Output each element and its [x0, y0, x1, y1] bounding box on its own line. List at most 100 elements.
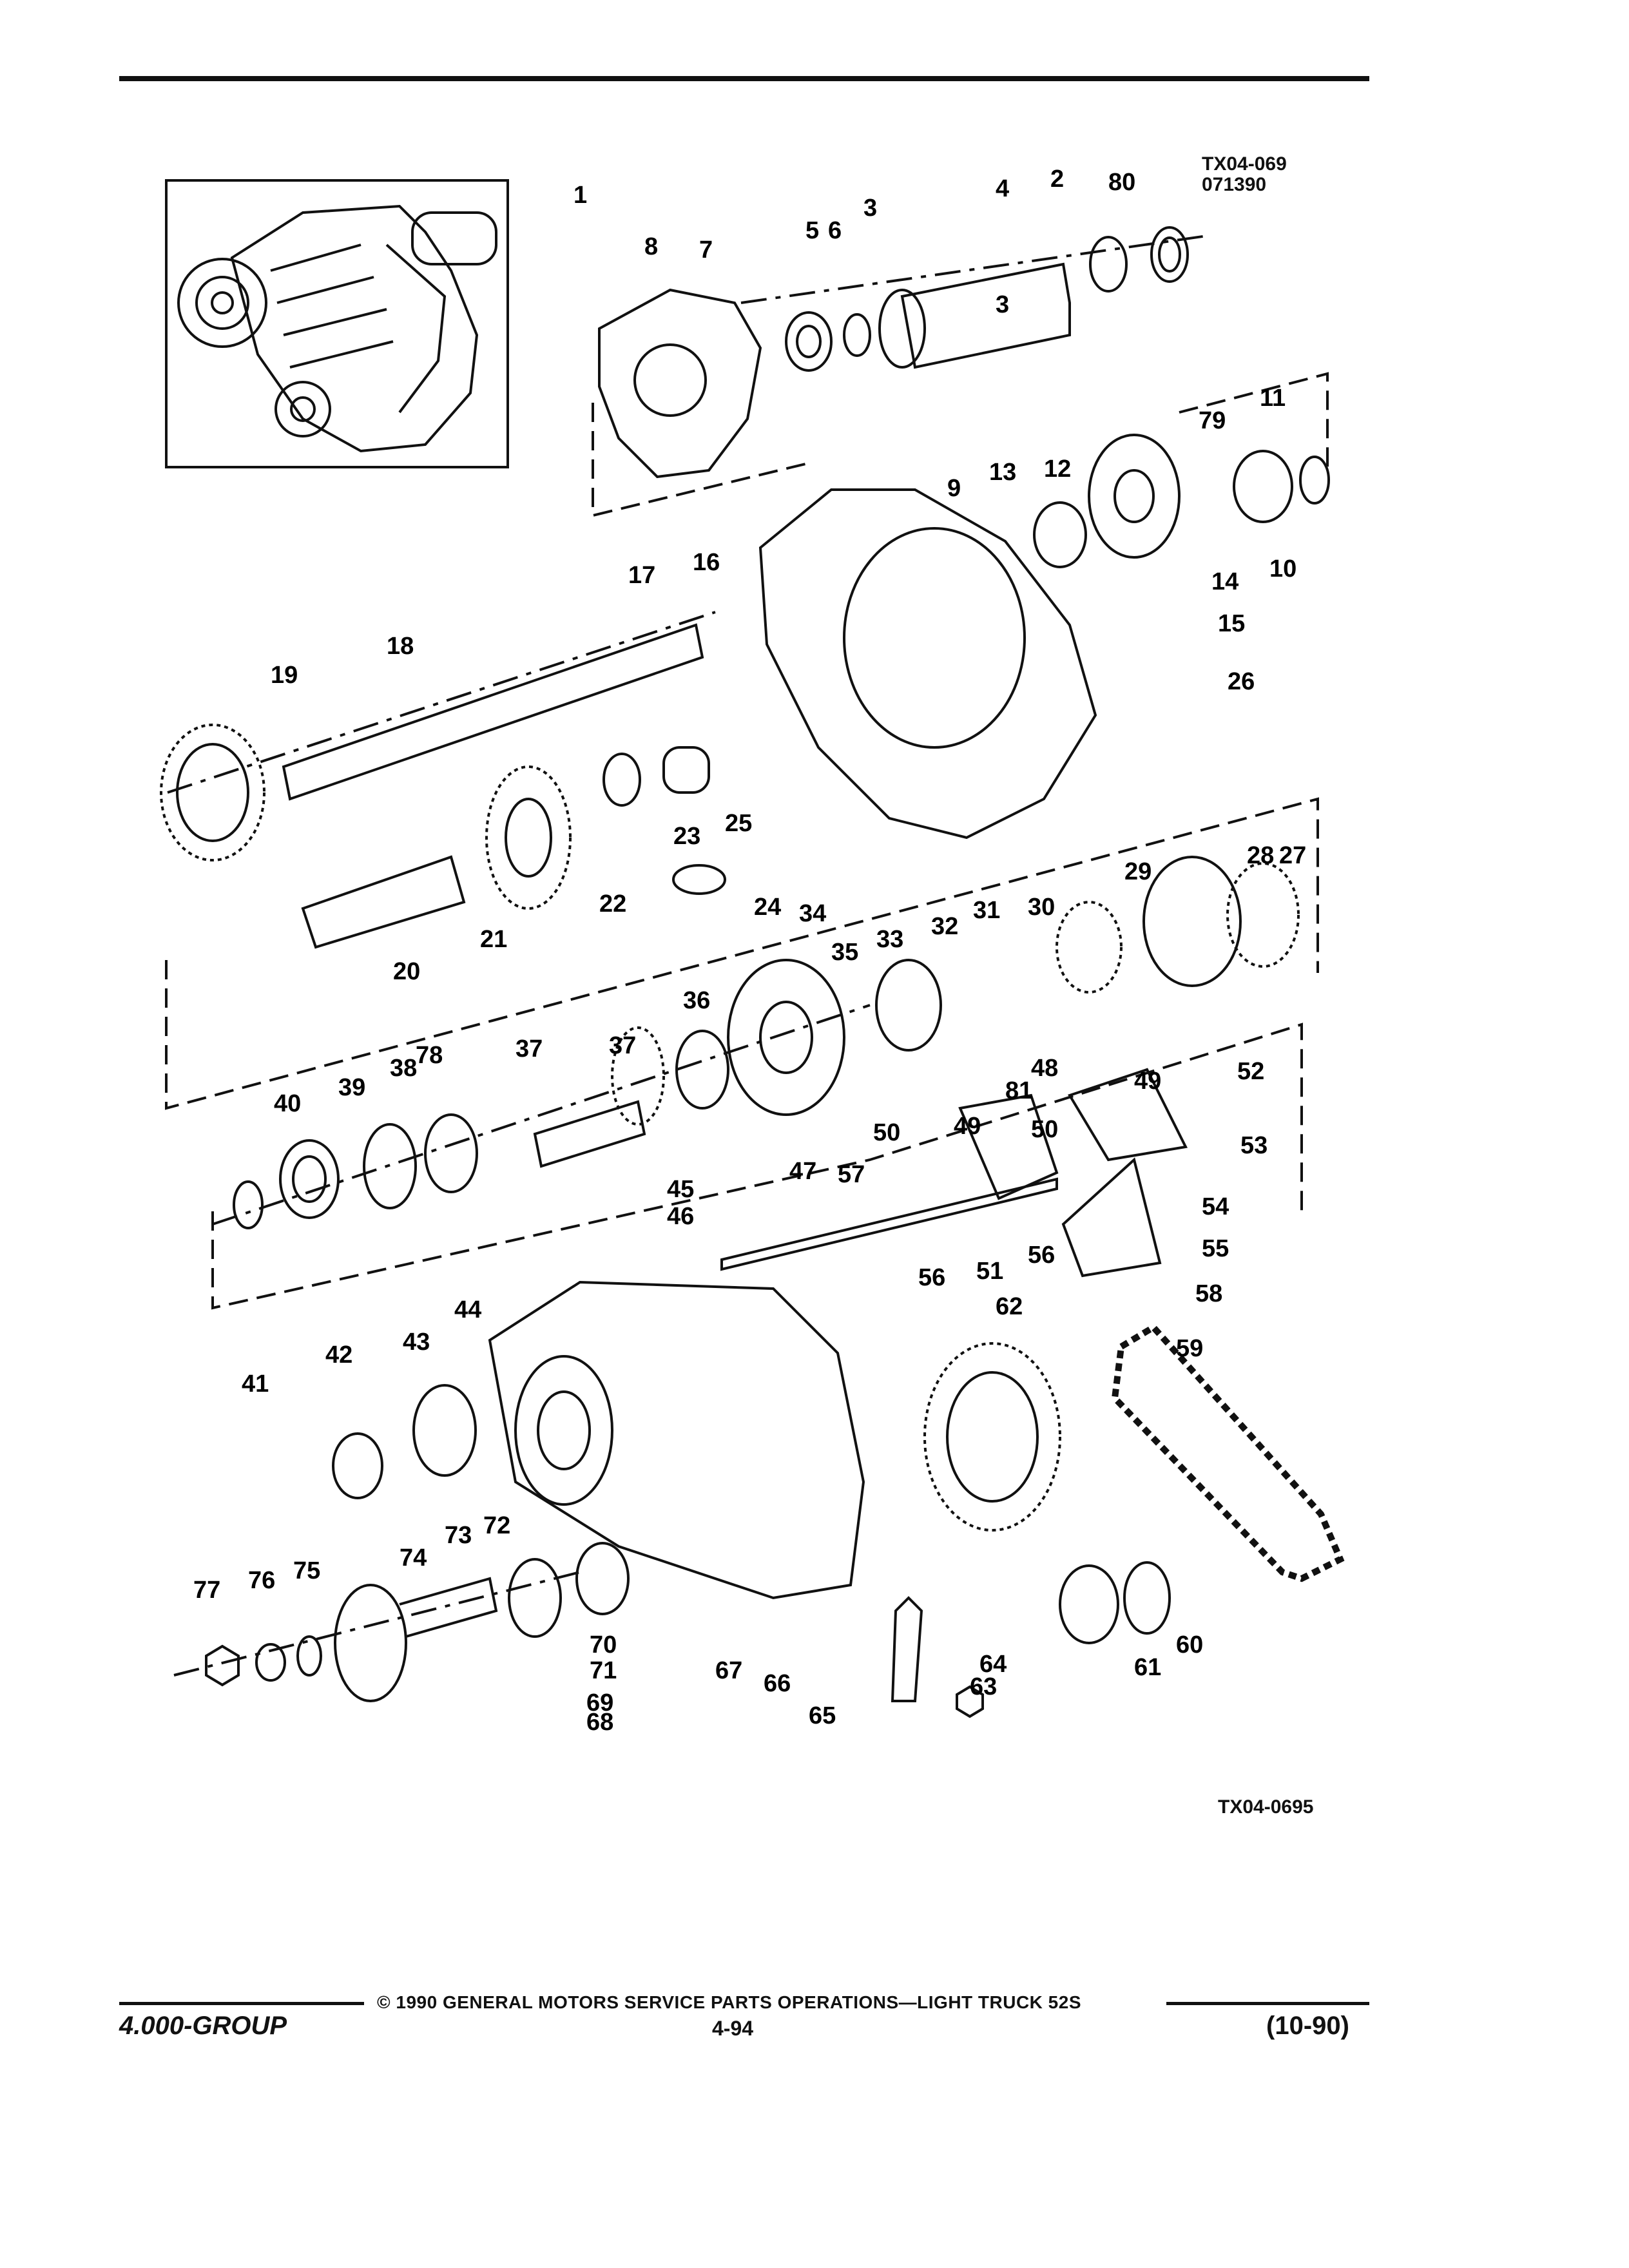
footer-rule-left [119, 2002, 364, 2005]
callout-27: 27 [1279, 842, 1306, 869]
callout-75: 75 [293, 1557, 320, 1584]
callout-76: 76 [248, 1567, 275, 1594]
callout-20: 20 [393, 958, 420, 985]
callout-3: 3 [863, 195, 877, 222]
callout-40: 40 [274, 1090, 301, 1117]
footer-page-number: 4-94 [712, 2017, 754, 2040]
callout-32: 32 [931, 913, 958, 940]
callout-74: 74 [400, 1544, 427, 1571]
callout-1: 1 [574, 182, 587, 209]
part-front-case [488, 1280, 865, 1600]
callout-2: 2 [1050, 166, 1064, 193]
callout-21: 21 [480, 926, 507, 953]
part-extension-tube [900, 262, 1071, 369]
footer-group: 4.000-GROUP [119, 2012, 287, 2040]
callout-33: 33 [876, 926, 903, 953]
part-input-shaft [282, 623, 704, 801]
callout-37: 37 [609, 1032, 636, 1059]
callout-34: 34 [799, 900, 826, 927]
part-snap-ring-23 [602, 753, 641, 807]
callout-30: 30 [1028, 894, 1055, 921]
part-seal-13 [1033, 501, 1087, 568]
callout-61: 61 [1134, 1654, 1161, 1681]
callout-50: 50 [1031, 1116, 1058, 1143]
part-bearing [785, 311, 833, 372]
callout-4: 4 [996, 175, 1009, 202]
part-ring-39 [363, 1123, 417, 1209]
part-drive-sprocket [160, 724, 265, 861]
part-shift-fork [958, 1093, 1059, 1200]
callout-28: 28 [1247, 842, 1274, 869]
part-seal [1150, 226, 1189, 283]
callout-13: 13 [989, 459, 1016, 486]
callout-10: 10 [1269, 555, 1296, 582]
drawing-date: 071390 [1202, 174, 1267, 195]
part-case-half [758, 488, 1097, 840]
callout-44: 44 [454, 1296, 481, 1323]
part-ring-41 [233, 1180, 264, 1229]
part-extension-housing [598, 288, 762, 479]
callout-39: 39 [338, 1074, 365, 1101]
part-washer-76 [255, 1643, 286, 1682]
callout-73: 73 [445, 1522, 472, 1549]
part-gear-38 [611, 1026, 665, 1126]
callout-72: 72 [483, 1512, 510, 1539]
callout-58: 58 [1195, 1280, 1222, 1307]
part-bearing-11 [1233, 450, 1293, 523]
callout-24: 24 [754, 894, 781, 921]
shift-assembly-outline [211, 1023, 1303, 1310]
callout-43: 43 [403, 1329, 430, 1356]
callout-49: 49 [954, 1113, 981, 1140]
part-ring-78 [424, 1113, 478, 1193]
callout-22: 22 [599, 890, 626, 918]
callout-11: 11 [1260, 385, 1286, 412]
assembly-inset-frame [165, 179, 509, 468]
part-mainshaft [533, 1100, 646, 1168]
part-shift-lever [891, 1596, 923, 1702]
part-ring-gear [1142, 856, 1242, 987]
callout-59: 59 [1176, 1335, 1203, 1362]
centerline-input [167, 611, 716, 794]
callout-64: 64 [979, 1651, 1007, 1678]
callout-29: 29 [1124, 858, 1152, 885]
top-rule [119, 76, 1369, 81]
assembled-transfer-case-sketch [177, 204, 497, 453]
callout-77: 77 [193, 1577, 220, 1604]
callout-79: 79 [1199, 407, 1226, 434]
callout-6: 6 [828, 217, 842, 244]
part-shift-rail [720, 1177, 1058, 1271]
part-bushing-24 [662, 746, 710, 794]
part-bearing-72 [575, 1542, 630, 1615]
part-drive-sprocket-62 [923, 1342, 1061, 1532]
callout-8: 8 [644, 233, 658, 260]
part-ring-10 [1299, 456, 1330, 505]
callout-18: 18 [387, 633, 414, 660]
part-sun-gear [875, 959, 942, 1052]
callout-54: 54 [1202, 1193, 1229, 1220]
callout-42: 42 [325, 1341, 352, 1369]
callout-9: 9 [947, 475, 961, 502]
callout-38: 38 [390, 1055, 417, 1082]
part-front-output-shaft [301, 855, 466, 949]
callout-35: 35 [831, 939, 858, 966]
callout-46: 46 [667, 1203, 694, 1230]
callout-36: 36 [683, 987, 710, 1014]
upper-assembly-outline [592, 372, 1329, 517]
callout-60: 60 [1176, 1631, 1203, 1658]
part-yoke-flange [334, 1584, 407, 1702]
callout-49: 49 [1134, 1068, 1161, 1095]
callout-45: 45 [667, 1176, 694, 1203]
centerline-rear [740, 234, 1212, 304]
callout-69: 69 [586, 1689, 613, 1716]
callout-25: 25 [725, 810, 752, 837]
part-bearing-61 [1059, 1564, 1119, 1644]
callout-16: 16 [693, 549, 720, 576]
callout-31: 31 [973, 897, 1000, 924]
part-bushing [1089, 236, 1128, 293]
callout-56: 56 [918, 1264, 945, 1291]
figure-code: TX04-0695 [1218, 1796, 1314, 1818]
callout-51: 51 [976, 1258, 1003, 1285]
part-nut-63 [956, 1685, 984, 1718]
